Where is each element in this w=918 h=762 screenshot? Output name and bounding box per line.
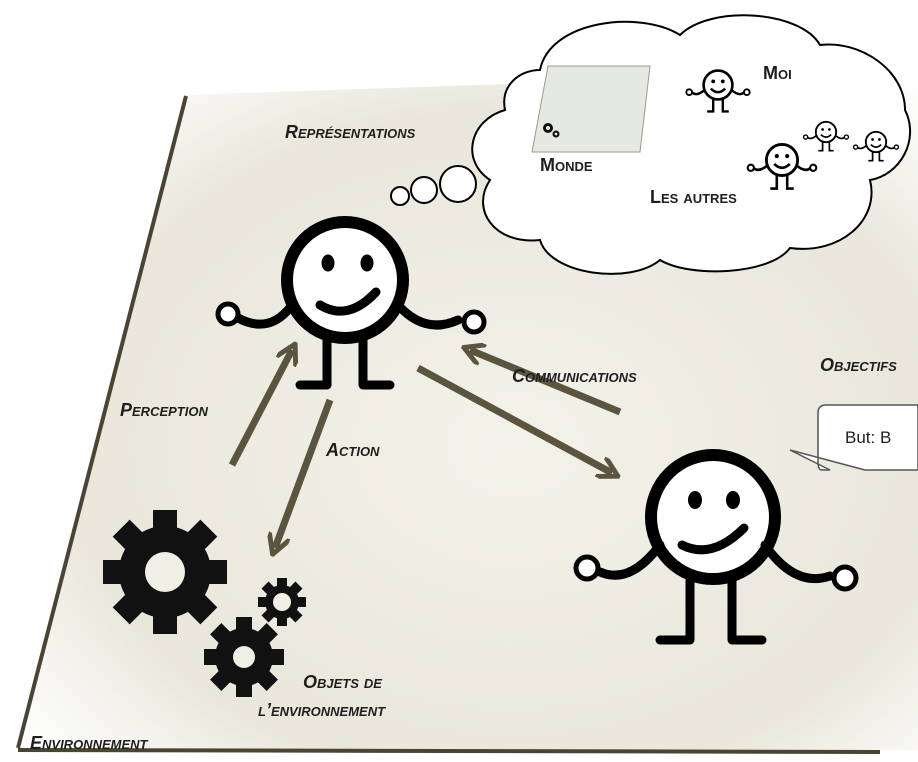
label-environnement: Environnement bbox=[30, 733, 148, 753]
thought-bubble-large bbox=[439, 165, 477, 203]
thought-bubble-small bbox=[390, 186, 410, 206]
other-agent-icon bbox=[573, 449, 859, 645]
label-les-autres: Les autres bbox=[650, 187, 737, 207]
label-communications: Communications bbox=[512, 366, 637, 386]
label-objectifs: Objectifs bbox=[820, 355, 897, 375]
communication-arrow-to-self bbox=[470, 350, 622, 416]
small-gear-icon bbox=[258, 578, 306, 626]
label-monde: Monde bbox=[540, 155, 593, 175]
mini-gears-icon bbox=[543, 123, 560, 138]
medium-gear-icon bbox=[204, 617, 284, 697]
label-moi: Moi bbox=[763, 63, 792, 83]
action-arrow bbox=[275, 398, 334, 548]
environment-left-edge bbox=[16, 95, 188, 749]
label-action: Action bbox=[326, 440, 380, 460]
environment-bottom-edge bbox=[17, 748, 881, 754]
speech-bubble-text: But: B bbox=[845, 428, 892, 447]
label-objets-line2: l’environnement bbox=[258, 700, 386, 720]
label-representations: Représentations bbox=[285, 122, 416, 142]
speech-bubble bbox=[789, 404, 918, 471]
thought-bubble-medium bbox=[410, 176, 438, 204]
label-perception: Perception bbox=[120, 400, 208, 420]
label-objets-line1: Objets de bbox=[303, 672, 382, 692]
main-agent-icon bbox=[215, 216, 487, 390]
world-mini-plane bbox=[531, 65, 651, 153]
perception-arrow bbox=[228, 350, 292, 467]
large-gear-icon bbox=[103, 510, 227, 634]
communication-arrow-to-other bbox=[416, 364, 612, 473]
